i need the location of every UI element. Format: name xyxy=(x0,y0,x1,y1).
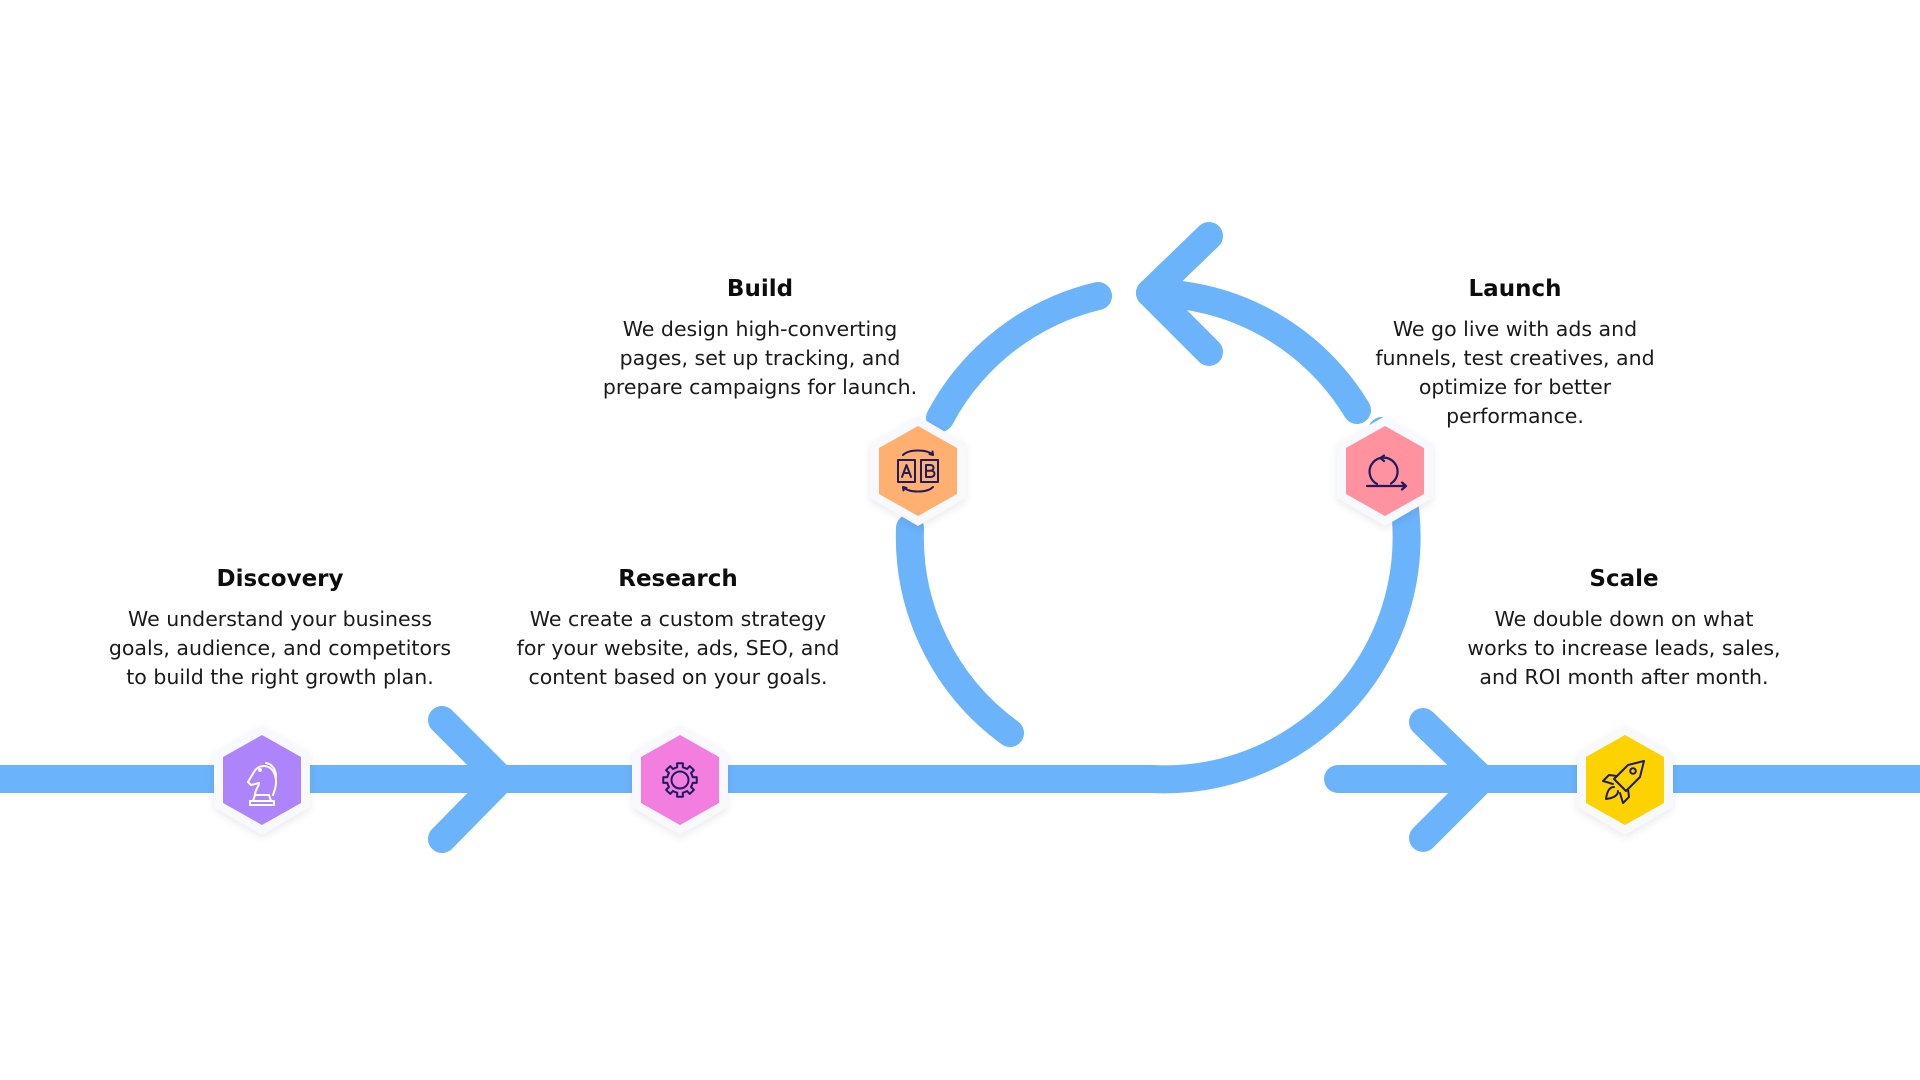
step-description: We design high-converting pages, set up … xyxy=(602,317,918,399)
step-description: We double down on what works to increase… xyxy=(1467,607,1781,689)
step-research: Research We create a custom strategy for… xyxy=(478,565,878,692)
iteration-loop-icon xyxy=(1365,454,1408,491)
step-description: We create a custom strategy for your web… xyxy=(516,607,840,689)
step-launch: Launch We go live with ads and funnels, … xyxy=(1315,275,1715,431)
step-badge-scale xyxy=(1569,723,1681,835)
step-build: Build We design high-converting pages, s… xyxy=(560,275,960,402)
ab-test-icon xyxy=(897,449,939,493)
step-title: Launch xyxy=(1468,276,1562,302)
step-badge-launch xyxy=(1329,414,1441,526)
step-title: Research xyxy=(618,566,738,592)
rocket-icon xyxy=(1602,760,1645,804)
step-badge-build xyxy=(862,414,974,526)
loop-arrow-head xyxy=(1136,222,1223,366)
step-title: Scale xyxy=(1589,566,1659,592)
step-title: Build xyxy=(726,276,794,302)
step-description: We understand your business goals, audie… xyxy=(108,607,452,689)
step-title: Discovery xyxy=(216,566,344,592)
loop-arc-right xyxy=(1136,279,1371,424)
step-scale: Scale We double down on what works to in… xyxy=(1424,565,1824,692)
step-badge-research xyxy=(624,723,736,835)
step-description: We go live with ads and funnels, test cr… xyxy=(1375,317,1655,428)
step-badge-discovery xyxy=(206,723,318,835)
chess-knight-icon xyxy=(247,762,277,806)
loop-arc-left-lower xyxy=(895,514,1024,747)
gear-icon xyxy=(662,762,698,798)
step-discovery: Discovery We understand your business go… xyxy=(80,565,480,692)
flow-arrow-2 xyxy=(1409,708,1496,852)
loop-arc-left xyxy=(926,282,1112,432)
